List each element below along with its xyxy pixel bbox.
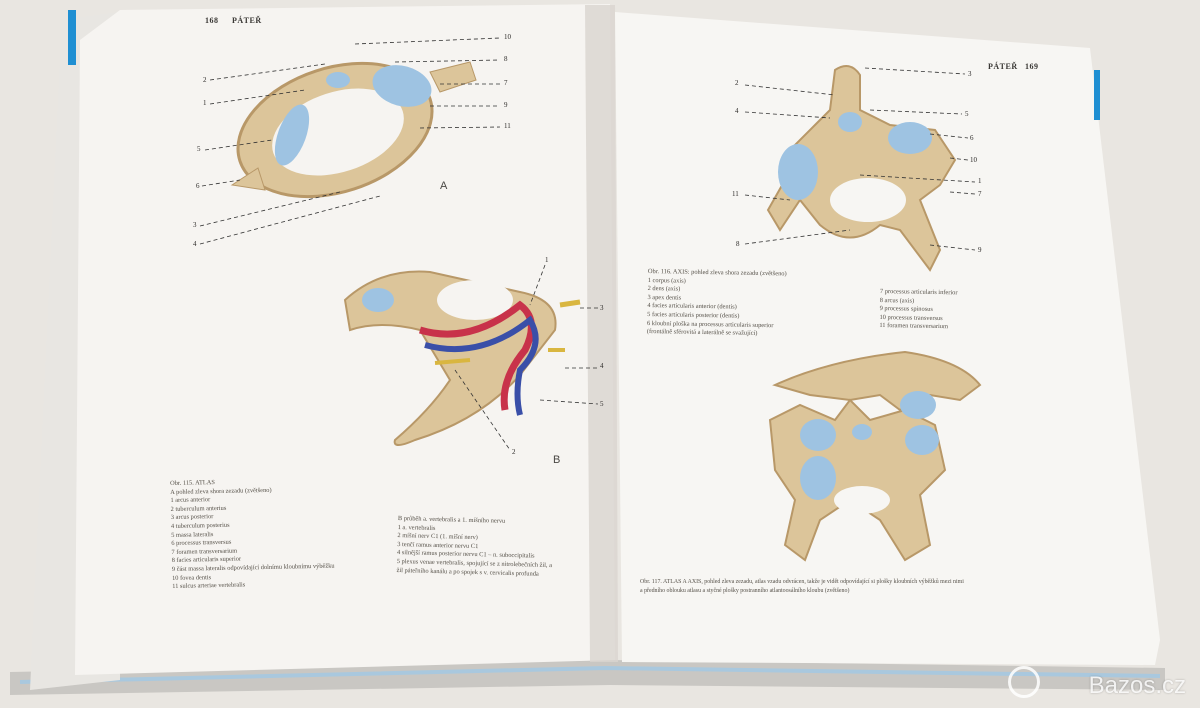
figure-115b-atlas-vessels: [343, 270, 581, 446]
left-running-head: PÁTEŘ: [232, 16, 262, 25]
fig-a-label: 4: [193, 240, 197, 248]
fig-b-label: 4: [600, 362, 604, 370]
figure-116-axis: [766, 65, 957, 272]
fig-b-label: 3: [600, 304, 604, 312]
right-page: [615, 12, 1160, 665]
fig-a-label: 2: [203, 76, 207, 84]
fig-a-label: 7: [504, 79, 508, 87]
caption-117-line: a předního oblouku atlasu a styčné plošk…: [640, 587, 850, 594]
fig-a-label: 11: [504, 122, 511, 130]
caption-115-block: Obr. 115. ATLAS A pohled zleva shora zez…: [170, 477, 335, 592]
fig-b-label: 5: [600, 400, 604, 408]
left-page-number: 168: [205, 16, 219, 25]
fig-a-label: 1: [203, 99, 207, 107]
caption-116-line: 11 foramen transversarium: [879, 322, 949, 331]
gutter-shadow: [585, 5, 618, 662]
fig-116-label: 10: [970, 156, 977, 164]
fig-a-label: 6: [196, 182, 200, 190]
figure-116-leaders: [744, 67, 976, 251]
figure-115b-leaders: [454, 264, 599, 451]
fig-116-label: 5: [965, 110, 969, 118]
fig-116-label: 4: [735, 107, 739, 115]
right-page-number: 169: [1025, 62, 1039, 71]
fig-116-label: 7: [978, 190, 982, 198]
figure-115a-atlas: [230, 61, 477, 199]
figure-a-letter: A: [440, 180, 448, 192]
fig-116-label: 11: [732, 190, 739, 198]
fig-b-label: 1: [545, 256, 549, 264]
fig-116-label: 3: [968, 70, 972, 78]
blue-cover-strip-left: [68, 10, 76, 65]
fig-a-label: 10: [504, 33, 511, 41]
fig-a-label: 5: [197, 145, 201, 153]
figure-115a-leaders: [199, 37, 501, 245]
fig-a-label: 9: [504, 101, 508, 109]
fig-116-label: 9: [978, 246, 982, 254]
watermark-logo-icon: [1008, 666, 1040, 698]
caption-116-right-block: 7 processus articularis inferior 8 arcus…: [879, 288, 957, 332]
caption-117-line: Obr. 117. ATLAS A AXIS, pohled zleva zez…: [640, 579, 964, 585]
fig-116-label: 2: [735, 79, 739, 87]
caption-116-left-block: Obr. 116. AXIS: pohled zleva shora zezad…: [647, 268, 787, 339]
watermark: Bazos.cz: [1088, 672, 1186, 699]
fig-a-label: 3: [193, 221, 197, 229]
figure-117-atlas-and-axis: [768, 350, 982, 562]
right-running-head: PÁTEŘ: [988, 62, 1018, 71]
fig-116-label: 6: [970, 134, 974, 142]
caption-115b-block: B průběh a. vertebralis a 1. míšního ner…: [396, 515, 553, 579]
figure-b-letter: B: [553, 454, 561, 466]
left-page: [75, 4, 615, 675]
caption-117-block: Obr. 117. ATLAS A AXIS, pohled zleva zez…: [640, 578, 964, 595]
fig-b-label: 2: [512, 448, 516, 456]
cover-edge: [19, 665, 1161, 684]
blue-cover-strip-right: [1094, 70, 1100, 120]
fig-116-label: 8: [736, 240, 740, 248]
fig-a-label: 8: [504, 55, 508, 63]
fig-116-label: 1: [978, 177, 982, 185]
